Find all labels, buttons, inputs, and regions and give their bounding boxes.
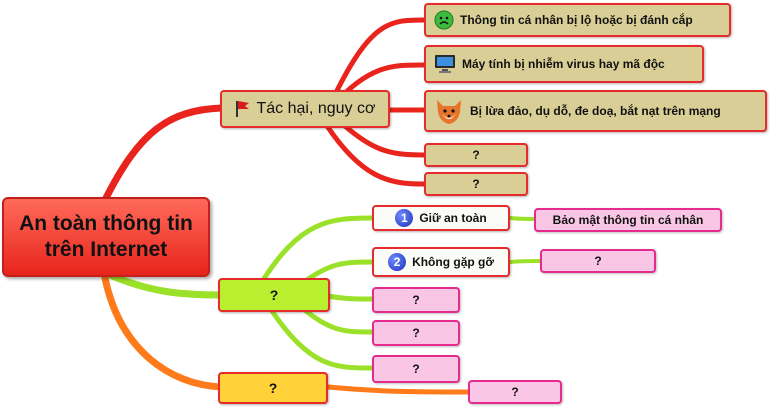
branch-third[interactable]: ? — [218, 372, 328, 404]
harm-item-4-label: ? — [472, 148, 480, 162]
connector-rule-5 — [267, 305, 375, 371]
fox-face-icon — [434, 96, 464, 126]
connector-rule-4 — [297, 303, 375, 335]
third-item-1-label: ? — [511, 385, 519, 399]
harm-item-4[interactable]: ? — [424, 143, 528, 167]
connector-rule-3 — [325, 293, 375, 302]
branch-harms[interactable]: Tác hại, nguy cơ — [220, 90, 390, 128]
connector-rule-1-detail — [508, 216, 536, 221]
rule-item-2-detail[interactable]: ? — [540, 249, 656, 273]
branch-rules-label: ? — [269, 287, 279, 303]
rule-item-2-detail-label: ? — [594, 254, 602, 268]
rule-item-5[interactable]: ? — [372, 355, 460, 383]
rule-item-1[interactable]: 1 Giữ an toàn — [372, 205, 510, 231]
connector-rule-2-detail — [508, 259, 542, 264]
central-topic-line2: trên Internet — [44, 238, 168, 261]
connector-harm-1 — [327, 17, 427, 108]
connector-harm-5 — [317, 112, 427, 187]
central-topic[interactable]: An toàn thông tin trên Internet — [2, 197, 210, 277]
harm-item-5-label: ? — [472, 177, 480, 191]
harm-item-5[interactable]: ? — [424, 172, 528, 196]
rule-item-2-label: Không gặp gỡ — [412, 255, 494, 269]
rule-item-3[interactable]: ? — [372, 287, 460, 313]
connector-central-harms — [101, 104, 226, 204]
connector-third-1 — [325, 384, 471, 395]
rule-item-2[interactable]: 2 Không gặp gỡ — [372, 247, 510, 277]
rule-item-5-label: ? — [412, 362, 420, 376]
harm-item-2-label: Máy tính bị nhiễm virus hay mã độc — [462, 57, 665, 71]
branch-rules[interactable]: ? — [218, 278, 330, 312]
third-item-1[interactable]: ? — [468, 380, 562, 404]
connector-central-rules — [106, 271, 226, 299]
rule-item-1-detail-label: Bảo mật thông tin cá nhân — [552, 213, 704, 227]
number-badge-1: 1 — [395, 209, 414, 227]
rule-item-4-label: ? — [412, 326, 420, 340]
rule-item-4[interactable]: ? — [372, 320, 460, 346]
sad-face-icon — [434, 10, 454, 30]
harm-item-3-label: Bị lừa đảo, dụ dỗ, đe doạ, bắt nạt trên … — [470, 104, 721, 118]
harm-item-1[interactable]: Thông tin cá nhân bị lộ hoặc bị đánh cắp — [424, 3, 731, 37]
computer-monitor-icon — [434, 54, 456, 74]
branch-harms-label: Tác hại, nguy cơ — [256, 100, 376, 117]
harm-item-2[interactable]: Máy tính bị nhiễm virus hay mã độc — [424, 45, 704, 83]
number-badge-2: 2 — [388, 253, 407, 271]
harm-item-3[interactable]: Bị lừa đảo, dụ dỗ, đe doạ, bắt nạt trên … — [424, 90, 767, 132]
rule-item-1-label: Giữ an toàn — [419, 211, 487, 225]
connector-rule-1 — [257, 215, 375, 288]
branch-third-label: ? — [268, 380, 278, 396]
harm-item-1-label: Thông tin cá nhân bị lộ hoặc bị đánh cắp — [460, 13, 693, 27]
central-topic-line1: An toàn thông tin — [19, 212, 193, 235]
red-flag-icon — [235, 100, 251, 118]
connector-central-third — [101, 274, 226, 391]
rule-item-1-detail[interactable]: Bảo mật thông tin cá nhân — [534, 208, 722, 232]
rule-item-3-label: ? — [412, 293, 420, 307]
